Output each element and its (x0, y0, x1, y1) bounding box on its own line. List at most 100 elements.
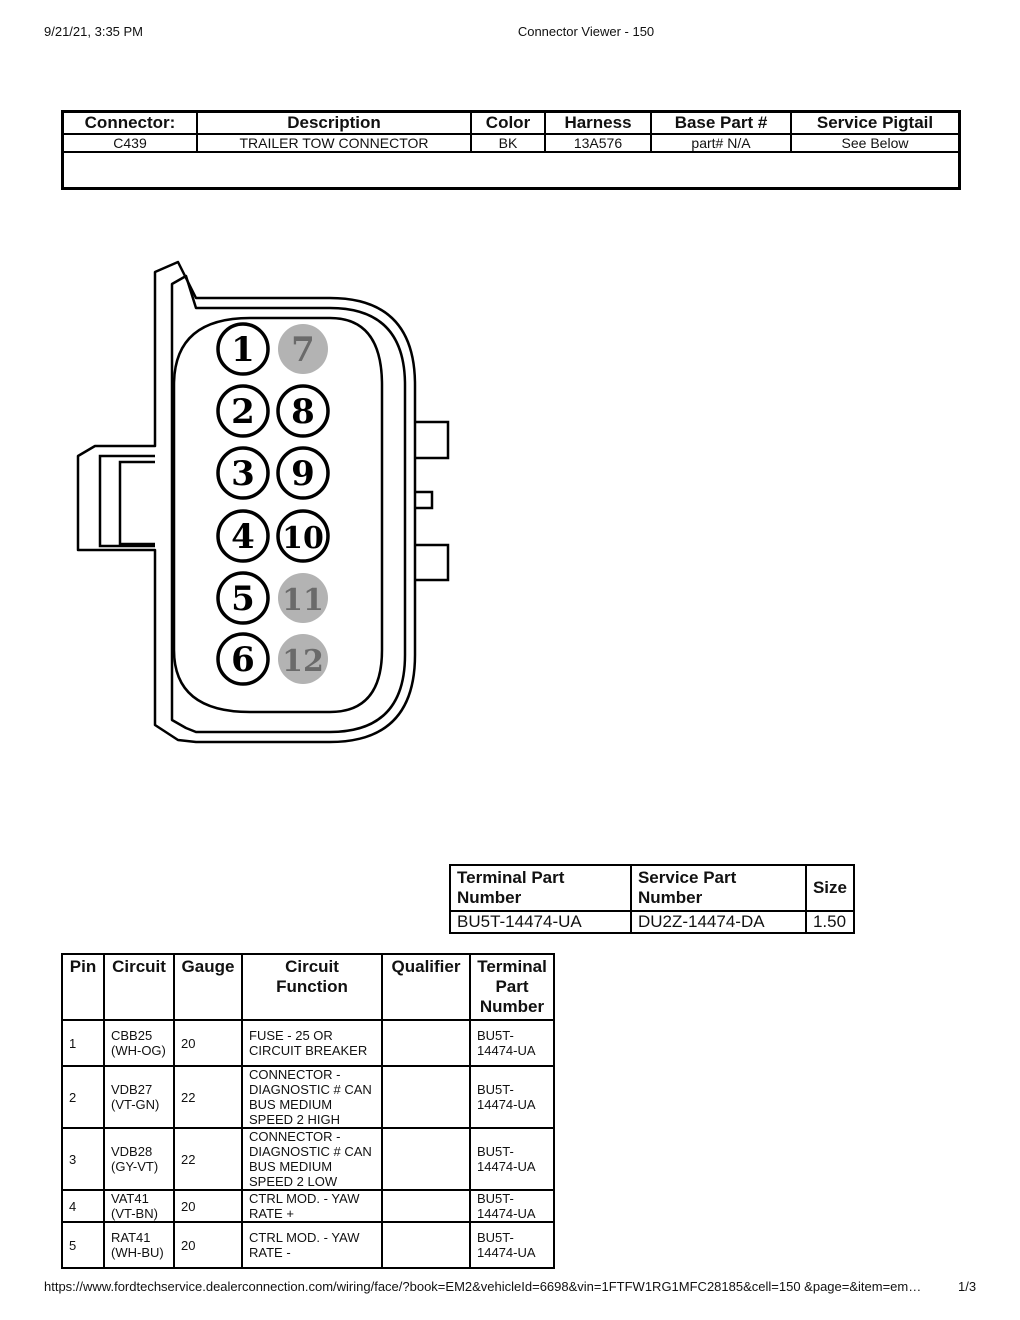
connector-housing (76, 260, 450, 744)
pin-5: 5 (216, 571, 270, 625)
pin-label: 6 (231, 640, 255, 680)
pin-label: 2 (231, 392, 255, 432)
terminal-header-row: Terminal Part Number Service Part Number… (449, 864, 856, 912)
print-datetime: 9/21/21, 3:35 PM (44, 24, 144, 39)
connector-data-row: C439 TRAILER TOW CONNECTOR BK 13A576 par… (61, 133, 961, 153)
connector-description: TRAILER TOW CONNECTOR (196, 133, 472, 153)
circuit-function: CTRL MOD. - YAW RATE + (241, 1189, 383, 1223)
pin-number: 3 (61, 1127, 105, 1191)
circuit-function: CONNECTOR - DIAGNOSTIC # CAN BUS MEDIUM … (241, 1127, 383, 1191)
header-size: Size (804, 864, 856, 912)
page-url: https://www.fordtechservice.dealerconnec… (44, 1279, 922, 1294)
header-color: Color (470, 110, 546, 135)
header-circuit-function: Circuit Function (241, 953, 383, 1021)
pin-circle (276, 446, 330, 500)
pin-label: 12 (282, 644, 324, 679)
connector-harness: 13A576 (544, 133, 652, 153)
qualifier (381, 1127, 471, 1191)
pin-circle (216, 509, 270, 563)
header-pin: Pin (61, 953, 105, 1021)
connector-service-pigtail: See Below (790, 133, 961, 153)
header-terminal-part-number: Terminal Part Number (469, 953, 555, 1021)
connector-base-part: part# N/A (650, 133, 792, 153)
connector-id: C439 (61, 133, 198, 153)
pin-label: 4 (231, 517, 255, 557)
pin-circle (278, 324, 328, 374)
connector-info-table: Connector: Description Color Harness Bas… (61, 110, 961, 190)
pin-12: 12 (278, 634, 328, 684)
terminal-data-row: BU5T-14474-UA DU2Z-14474-DA 1.50 (449, 910, 856, 934)
pin-label: 9 (291, 454, 315, 494)
wire-gauge: 22 (173, 1065, 243, 1129)
terminal-size: 1.50 (804, 910, 856, 934)
pin-circuit-table: Pin Circuit Gauge Circuit Function Quali… (61, 953, 555, 1269)
pin-10: 10 (276, 509, 330, 563)
header-gauge: Gauge (173, 953, 243, 1021)
circuit-function: CTRL MOD. - YAW RATE - (241, 1221, 383, 1269)
pin-circle (216, 446, 270, 500)
pin-label: 1 (231, 330, 255, 370)
terminal-part-number: BU5T-14474-UA (469, 1189, 555, 1223)
page-number: 1/3 (958, 1279, 977, 1294)
pin-8: 8 (276, 384, 330, 438)
pin-circle (216, 632, 270, 686)
header-qualifier: Qualifier (381, 953, 471, 1021)
pin-label: 10 (282, 521, 324, 556)
wire-gauge: 22 (173, 1127, 243, 1191)
circuit-id: VDB27 (VT-GN) (103, 1065, 175, 1129)
pin-circle (276, 509, 330, 563)
qualifier (381, 1019, 471, 1067)
qualifier (381, 1189, 471, 1223)
pin-header-row: Pin Circuit Gauge Circuit Function Quali… (61, 953, 555, 1021)
header-harness: Harness (544, 110, 652, 135)
pin-11: 11 (278, 573, 328, 623)
pin-circle (278, 573, 328, 623)
terminal-part-number: BU5T-14474-UA (449, 910, 632, 934)
qualifier (381, 1065, 471, 1129)
header-circuit: Circuit (103, 953, 175, 1021)
pin-circle (216, 571, 270, 625)
header-terminal-part-number: Terminal Part Number (449, 864, 632, 912)
pin-6: 6 (216, 632, 270, 686)
pin-circle (216, 322, 270, 376)
connector-blank-row (61, 151, 961, 190)
pin-label: 8 (291, 392, 315, 432)
connector-color: BK (470, 133, 546, 153)
circuit-id: VDB28 (GY-VT) (103, 1127, 175, 1191)
pin-circle (278, 634, 328, 684)
header-service-pigtail: Service Pigtail (790, 110, 961, 135)
terminal-part-table: Terminal Part Number Service Part Number… (449, 864, 856, 934)
pin-circle (276, 384, 330, 438)
pin-label: 11 (282, 583, 324, 618)
wire-gauge: 20 (173, 1019, 243, 1067)
pin-number: 2 (61, 1065, 105, 1129)
circuit-id: CBB25 (WH-OG) (103, 1019, 175, 1067)
page-title: Connector Viewer - 150 (517, 24, 655, 39)
header-connector: Connector: (61, 110, 198, 135)
pin-9: 9 (276, 446, 330, 500)
pin-4: 4 (216, 509, 270, 563)
qualifier (381, 1221, 471, 1269)
header-base-part: Base Part # (650, 110, 792, 135)
pin-1: 1 (216, 322, 270, 376)
wire-gauge: 20 (173, 1189, 243, 1223)
pin-label: 3 (231, 454, 255, 494)
terminal-part-number: BU5T-14474-UA (469, 1221, 555, 1269)
blank-cell (61, 151, 961, 190)
pin-label: 7 (291, 330, 315, 370)
circuit-id: RAT41 (WH-BU) (103, 1221, 175, 1269)
circuit-id: VAT41 (VT-BN) (103, 1189, 175, 1223)
pin-number: 4 (61, 1189, 105, 1223)
pin-circle (216, 384, 270, 438)
pin-3: 3 (216, 446, 270, 500)
header-description: Description (196, 110, 472, 135)
circuit-function: CONNECTOR - DIAGNOSTIC # CAN BUS MEDIUM … (241, 1065, 383, 1129)
